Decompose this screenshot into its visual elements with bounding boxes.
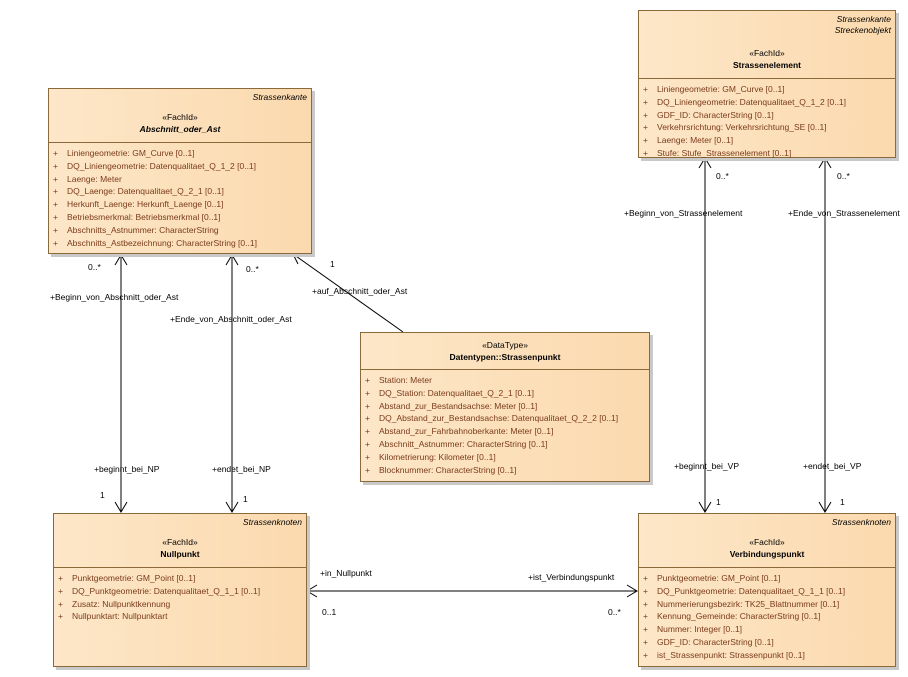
arrowhead-in-nullpunkt — [306, 584, 318, 598]
role-endet-bei-np: +endet_bei_NP — [212, 464, 271, 474]
arrowhead-auf-abschnitt — [292, 253, 306, 265]
multiplicity-beginn-abschnitt: 0..* — [88, 262, 101, 272]
stereotype-label: «FachId» — [749, 537, 785, 547]
arrowhead-ist-verbindungspunkt — [626, 584, 638, 598]
role-beginnt-bei-vp: +beginnt_bei_VP — [674, 461, 739, 471]
class-strassenpunkt[interactable]: «DataType» Datentypen::Strassenpunkt +St… — [360, 332, 650, 482]
multiplicity-beginnt-np: 1 — [100, 490, 105, 500]
multiplicity-ist-verbindungspunkt: 0..* — [608, 607, 621, 617]
role-beginn-von-strassenelement: +Beginn_von_Strassenelement — [624, 208, 743, 218]
attribute-item: +DQ_Punktgeometrie: Datenqualitaet_Q_1_1… — [58, 585, 261, 596]
attribute-item: +Laenge: Meter — [53, 173, 122, 184]
role-auf-abschnitt: +auf_Abschnitt_oder_Ast — [312, 286, 408, 296]
attribute-list: +Liniengeometrie: GM_Curve [0..1] +DQ_Li… — [639, 79, 895, 160]
arrowhead-beginn-se-top — [698, 157, 712, 169]
attribute-item: +Zusatz: Nullpunktkennung — [58, 598, 171, 609]
class-name: Abschnitt_oder_Ast — [139, 124, 221, 134]
arrowhead-beginnt-np-bottom — [114, 501, 128, 513]
edge-auf-abschnitt — [292, 253, 404, 333]
attribute-item: +DQ_Liniengeometrie: Datenqualitaet_Q_1_… — [643, 96, 847, 107]
attribute-item: +GDF_ID: CharacterString [0..1] — [643, 636, 774, 647]
class-abschnitt-oder-ast[interactable]: Strassenkante «FachId» Abschnitt_oder_As… — [48, 88, 312, 254]
attribute-item: +Nullpunktart: Nullpunktart — [58, 611, 168, 622]
attribute-item: +Station: Meter — [365, 375, 432, 385]
multiplicity-endet-vp: 1 — [840, 497, 845, 507]
arrowhead-beginn-abschnitt-top — [114, 254, 128, 266]
arrowhead-ende-se-top — [818, 157, 832, 169]
multiplicity-ende-se: 0..* — [837, 171, 850, 181]
stereotype-label: «DataType» — [482, 340, 528, 350]
class-strassenelement[interactable]: Strassenkante Streckenobjekt «FachId» St… — [638, 10, 896, 158]
attribute-item: +Liniengeometrie: GM_Curve [0..1] — [643, 84, 785, 94]
attribute-item: +Punktgeometrie: GM_Point [0..1] — [58, 573, 196, 583]
attribute-list: +Punktgeometrie: GM_Point [0..1] +DQ_Pun… — [639, 568, 895, 662]
arrowhead-beginnt-vp-bottom — [698, 501, 712, 513]
package-label: Strassenknoten — [242, 517, 302, 527]
attribute-item: +Liniengeometrie: GM_Curve [0..1] — [53, 148, 195, 158]
stereotype-label: «FachId» — [162, 112, 198, 122]
package-label: Strassenkante — [252, 92, 307, 102]
attribute-item: +Betriebsmerkmal: Betriebsmerkmal [0..1] — [53, 211, 221, 222]
stereotype-label: «FachId» — [162, 537, 198, 547]
attribute-list: +Liniengeometrie: GM_Curve [0..1] +DQ_Li… — [49, 143, 311, 249]
attribute-item: +GDF_ID: CharacterString [0..1] — [643, 109, 774, 120]
attribute-list: +Punktgeometrie: GM_Point [0..1] +DQ_Pun… — [54, 568, 306, 623]
attribute-item: +Abschnitts_Astnummer: CharacterString — [53, 224, 219, 235]
class-name: Datentypen::Strassenpunkt — [449, 352, 561, 362]
attribute-item: +Abstand_zur_Fahrbahnoberkante: Meter [0… — [365, 426, 554, 437]
attribute-item: +DQ_Laenge: Datenqualitaet_Q_2_1 [0..1] — [53, 186, 224, 197]
role-ende-von-abschnitt: +Ende_von_Abschnitt_oder_Ast — [170, 314, 292, 324]
class-nullpunkt[interactable]: Strassenknoten «FachId» Nullpunkt +Punkt… — [53, 513, 307, 667]
attribute-item: +Nummerierungsbezirk: TK25_Blattnummer [… — [643, 598, 840, 609]
attribute-item: +Kilometrierung: Kilometer [0..1] — [365, 451, 496, 462]
multiplicity-beginn-se: 0..* — [716, 171, 729, 181]
attribute-item: +Blocknummer: CharacterString [0..1] — [365, 464, 517, 475]
attribute-item: +DQ_Liniengeometrie: Datenqualitaet_Q_1_… — [53, 160, 257, 171]
attribute-item: +Abstand_zur_Bestandsachse: Meter [0..1] — [365, 400, 538, 411]
multiplicity-endet-np: 1 — [243, 494, 248, 504]
package-label: Strassenknoten — [831, 517, 891, 527]
attribute-item: +Abschnitts_Astbezeichnung: CharacterStr… — [53, 237, 257, 248]
role-endet-bei-vp: +endet_bei_VP — [803, 461, 862, 471]
arrowhead-endet-vp-bottom — [818, 501, 832, 513]
attribute-item: +Nummer: Integer [0..1] — [643, 624, 743, 635]
multiplicity-in-nullpunkt: 0..1 — [322, 607, 337, 617]
class-name: Strassenelement — [732, 60, 802, 70]
attribute-item: +Verkehrsrichtung: Verkehrsrichtung_SE [… — [643, 122, 827, 133]
arrowhead-ende-abschnitt-top — [225, 254, 239, 266]
role-in-nullpunkt: +in_Nullpunkt — [320, 568, 372, 578]
stereotype-label: «FachId» — [749, 48, 785, 58]
attribute-item: +DQ_Punktgeometrie: Datenqualitaet_Q_1_1… — [643, 585, 846, 596]
attribute-item: +Kennung_Gemeinde: CharacterString [0..1… — [643, 611, 821, 622]
attribute-item: +Stufe: Stufe_Strassenelement [0..1] — [643, 147, 792, 158]
arrowhead-endet-np-bottom — [225, 501, 239, 513]
attribute-item: +DQ_Abstand_zur_Bestandsachse: Datenqual… — [365, 413, 619, 424]
package-label: Strassenkante Streckenobjekt — [834, 14, 891, 35]
role-beginnt-bei-np: +beginnt_bei_NP — [94, 464, 160, 474]
attribute-item: +ist_Strassenpunkt: Strassenpunkt [0..1] — [643, 649, 805, 660]
attribute-item: +Laenge: Meter [0..1] — [643, 135, 734, 146]
multiplicity-ende-abschnitt: 0..* — [246, 264, 259, 274]
class-verbindungspunkt[interactable]: Strassenknoten «FachId» Verbindungspunkt… — [638, 513, 896, 667]
multiplicity-auf-abschnitt: 1 — [330, 259, 335, 269]
attribute-list: +Station: Meter +DQ_Station: Datenqualit… — [361, 370, 649, 476]
role-beginn-von-abschnitt: +Beginn_von_Abschnitt_oder_Ast — [50, 292, 179, 302]
attribute-item: +Punktgeometrie: GM_Point [0..1] — [643, 573, 781, 583]
attribute-item: +Abschnitt_Astnummer: CharacterString [0… — [365, 438, 548, 449]
role-ist-verbindungspunkt: +ist_Verbindungspunkt — [528, 572, 615, 582]
role-ende-von-strassenelement: +Ende_von_Strassenelement — [788, 208, 900, 218]
attribute-item: +Herkunft_Laenge: Herkunft_Laenge [0..1] — [53, 199, 224, 210]
class-name: Verbindungspunkt — [729, 549, 805, 559]
attribute-item: +DQ_Station: Datenqualitaet_Q_2_1 [0..1] — [365, 387, 534, 398]
class-name: Nullpunkt — [160, 549, 200, 559]
multiplicity-beginnt-vp: 1 — [716, 497, 721, 507]
